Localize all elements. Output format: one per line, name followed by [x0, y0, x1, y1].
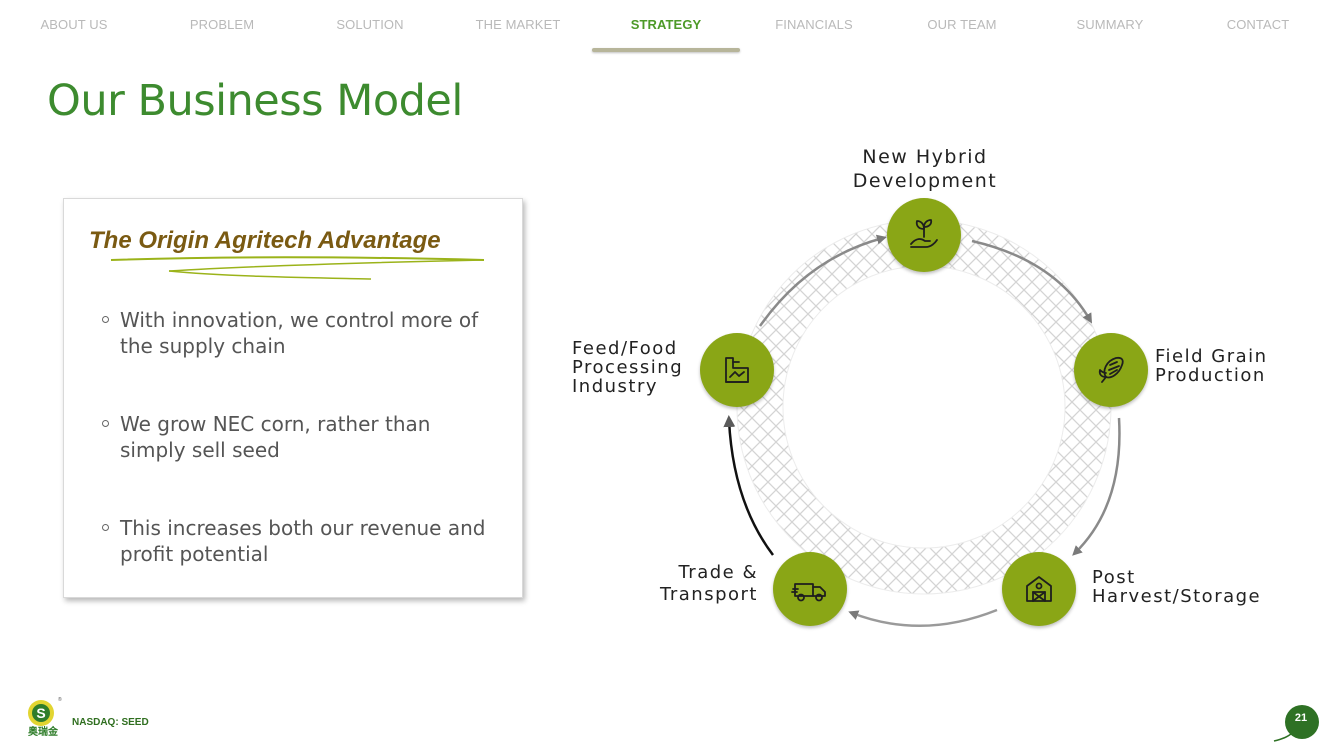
svg-text:®: ® — [58, 696, 62, 703]
logo-chinese-text: 奥瑞金 — [28, 725, 59, 738]
node-label-feed-food-processing: Feed/Food Processing Industry — [572, 338, 684, 397]
origin-agritech-logo: S ® 奥瑞金 — [28, 696, 62, 738]
advantage-card: The Origin Agritech Advantage With innov… — [63, 198, 523, 598]
advantage-bullet: This increases both our revenue and prof… — [102, 515, 502, 567]
nav-item-contact[interactable]: CONTACT — [1226, 17, 1290, 32]
arrow-field-to-storage — [1072, 417, 1121, 556]
advantage-bullet-text: With innovation, we control more of the … — [120, 308, 479, 358]
node-label-field-grain-production: Field Grain Production — [1155, 346, 1268, 386]
cycle-node-new-hybrid-development[interactable] — [887, 198, 961, 272]
barn-icon — [1026, 576, 1052, 602]
node-label-new-hybrid-development: New Hybrid Development — [852, 146, 998, 192]
nav-item-financials[interactable]: FINANCIALS — [775, 17, 853, 32]
nav-item-summary[interactable]: SUMMARY — [1076, 17, 1144, 32]
nav-item-solution[interactable]: SOLUTION — [336, 17, 404, 32]
nav-item-the-market[interactable]: THE MARKET — [475, 17, 561, 32]
advantage-heading: The Origin Agritech Advantage — [89, 227, 441, 254]
svg-text:S: S — [36, 705, 45, 721]
page-title: Our Business Model — [47, 76, 463, 126]
advantage-bullet-text: This increases both our revenue and prof… — [120, 516, 486, 566]
node-label-trade-transport: Trade & Transport — [660, 562, 758, 605]
seedling-hand-icon — [910, 219, 938, 248]
page-number-leaf-badge — [1273, 705, 1319, 742]
nav-item-about-us[interactable]: ABOUT US — [40, 17, 108, 32]
lattice-ring — [737, 220, 1111, 594]
arrow-hybrid-to-field — [971, 239, 1093, 324]
truck-icon — [791, 583, 826, 602]
page-number: 21 — [1294, 712, 1308, 724]
cycle-node-field-grain-production[interactable] — [1074, 333, 1148, 407]
advantage-bullet: We grow NEC corn, rather than simply sel… — [102, 411, 502, 463]
top-nav: ABOUT US PROBLEM SOLUTION THE MARKET STR… — [0, 0, 1333, 56]
nav-item-strategy[interactable]: STRATEGY — [630, 17, 702, 32]
bullet-circle-icon — [102, 316, 109, 323]
cycle-node-feed-food-processing[interactable] — [700, 333, 774, 407]
node-label-post-harvest-storage: Post Harvest/Storage — [1092, 567, 1262, 607]
nasdaq-ticker: NASDAQ: SEED — [72, 717, 149, 728]
factory-icon — [725, 357, 749, 383]
nav-item-our-team[interactable]: OUR TEAM — [927, 17, 997, 32]
active-tab-indicator — [592, 48, 740, 52]
arrow-trade-to-processing — [723, 415, 774, 556]
heading-underline-swoosh — [110, 256, 485, 280]
business-model-cycle: New Hybrid Development Field Grain Produ… — [560, 130, 1320, 640]
bullet-circle-icon — [102, 524, 109, 531]
advantage-bullet-list: With innovation, we control more of the … — [102, 307, 502, 619]
corn-icon — [1098, 356, 1124, 383]
cycle-node-trade-transport[interactable] — [773, 552, 847, 626]
nav-item-problem[interactable]: PROBLEM — [189, 17, 255, 32]
arrow-processing-to-hybrid — [758, 234, 887, 327]
bullet-circle-icon — [102, 420, 109, 427]
cycle-node-post-harvest-storage[interactable] — [1002, 552, 1076, 626]
arrow-storage-to-trade — [848, 608, 998, 628]
advantage-bullet-text: We grow NEC corn, rather than simply sel… — [120, 412, 431, 462]
advantage-bullet: With innovation, we control more of the … — [102, 307, 502, 359]
